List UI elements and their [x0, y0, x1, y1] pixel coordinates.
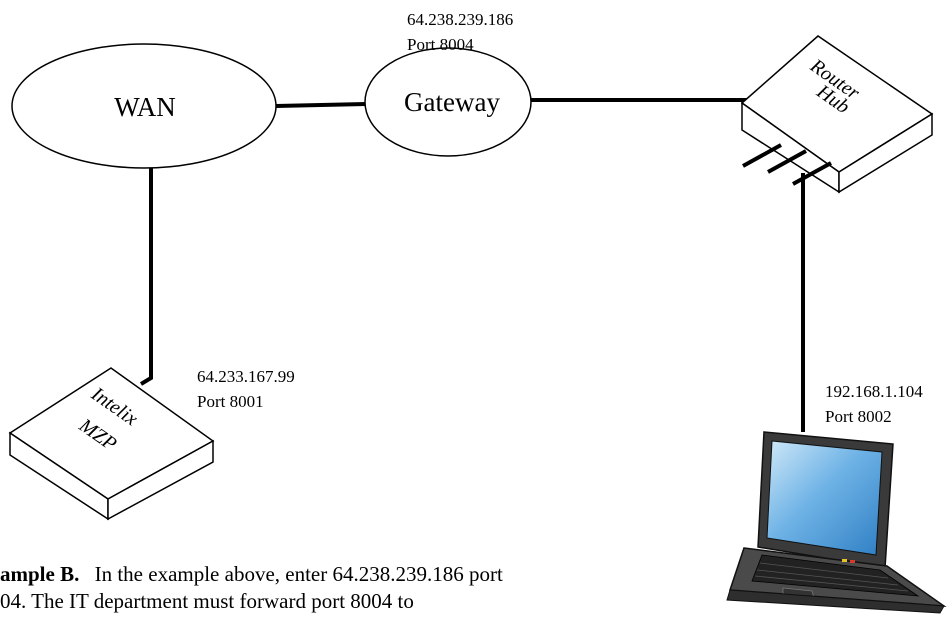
- laptop-led-red: [850, 560, 855, 563]
- intelix-ip: 64.233.167.99: [197, 367, 295, 386]
- laptop-keyboard: [751, 554, 920, 597]
- router-port-2: [767, 149, 807, 174]
- laptop-node: 192.168.1.104 Port 8002: [726, 382, 947, 614]
- laptop-front-edge: [726, 589, 945, 614]
- laptop-icon: [726, 431, 947, 614]
- wan-intelix-link: [139, 166, 153, 386]
- caption-text-line1: In the example above, enter 64.238.239.1…: [95, 562, 503, 586]
- wan-ellipse: [11, 43, 277, 169]
- wan-label: WAN: [114, 92, 176, 122]
- laptop-keys: [754, 562, 909, 592]
- wan-node: WAN: [11, 43, 277, 169]
- router-right-face: [838, 112, 933, 194]
- laptop-port: Port 8002: [825, 407, 892, 426]
- caption-line2: 04. The IT department must forward port …: [0, 589, 414, 613]
- gateway-ip: 64.238.239.186: [407, 10, 513, 29]
- router-port-3: [792, 161, 832, 186]
- laptop-led-yellow: [842, 559, 847, 562]
- connections: [139, 98, 805, 432]
- gateway-node: Gateway 64.238.239.186 Port 8004: [364, 10, 532, 157]
- router-port-1: [742, 143, 782, 168]
- intelix-mzp-node: Intelix MZP: [8, 367, 215, 521]
- intelix-port: Port 8001: [197, 392, 264, 411]
- laptop-screen: [766, 440, 883, 556]
- gateway-port: Port 8004: [407, 35, 474, 54]
- caption: ample B. In the example above, enter 64.…: [0, 562, 503, 613]
- wan-gateway-link: [275, 102, 367, 108]
- router-ports: [742, 143, 832, 186]
- gateway-label: Gateway: [404, 87, 500, 117]
- gateway-ellipse: [364, 47, 532, 157]
- caption-bold: ample B.: [0, 562, 79, 586]
- caption-line1: ample B. In the example above, enter 64.…: [0, 562, 503, 586]
- router-hub-node: Router Hub: [740, 35, 934, 194]
- intelix-right-face: [107, 439, 214, 521]
- laptop-ip: 192.168.1.104: [825, 382, 923, 401]
